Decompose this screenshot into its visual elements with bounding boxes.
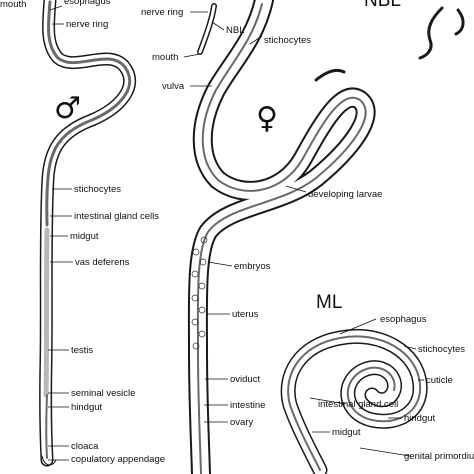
female-developing-larvae-label: developing larvae xyxy=(308,189,382,200)
female-intestine-label: intestine xyxy=(230,400,265,411)
male-vas-deferens-label: vas deferens xyxy=(75,257,130,268)
male-esophagus-label: esophagus xyxy=(64,0,111,7)
muscle-larva xyxy=(280,328,428,474)
male-intestinal-gland-cells-label: intestinal gland cells xyxy=(74,211,159,222)
ml-title: ML xyxy=(316,292,342,313)
male-nerve-ring-label: nerve ring xyxy=(66,19,108,30)
ml-midgut-label: midgut xyxy=(332,427,361,438)
female-uterus-label: uterus xyxy=(232,309,259,320)
female-mouth-label: mouth xyxy=(152,52,178,63)
male-seminal-vesicle-label: seminal vesicle xyxy=(71,388,135,399)
nbl-title: NBL xyxy=(364,0,401,11)
female-stichocytes-label: stichocytes xyxy=(264,35,311,46)
newborn-larvae xyxy=(314,6,465,82)
male-cloaca-label: cloaca xyxy=(71,441,99,452)
male-stichocytes-label: stichocytes xyxy=(74,184,121,195)
male-testis-label: testis xyxy=(71,345,93,356)
male-worm xyxy=(39,0,137,467)
female-nerve-ring-label: nerve ring xyxy=(141,7,183,18)
leader-lines xyxy=(48,5,424,461)
ml-esophagus-label: esophagus xyxy=(380,314,427,325)
ml-intestinal-gland-cell-label: intestinal gland cell xyxy=(318,399,398,410)
female-worm xyxy=(187,0,376,474)
ml-cuticle-label: cuticle xyxy=(426,375,453,386)
male-copulatory-appendage-text: copulatory appendage xyxy=(71,454,165,465)
female-oviduct-label: oviduct xyxy=(230,374,260,385)
female-ovary-label: ovary xyxy=(230,417,253,428)
male-copulatory-appendage-label: copulatory appendage xyxy=(71,454,165,465)
ml-hindgut-label: hindgut xyxy=(404,413,436,424)
female-nbl-label: NBL xyxy=(226,25,244,36)
female-vulva-label: vulva xyxy=(162,81,185,92)
male-midgut-label: midgut xyxy=(70,231,99,242)
female-embryos-label: embryos xyxy=(234,261,271,272)
male-symbol: ♂ xyxy=(54,91,81,126)
ml-genital-primordium-label: genital primordium xyxy=(404,451,474,462)
male-hindgut-label: hindgut xyxy=(71,402,103,413)
ml-stichocytes-label: stichocytes xyxy=(418,344,465,355)
female-symbol: ♀ xyxy=(256,101,278,136)
male-mouth-label: mouth xyxy=(0,0,26,10)
female-embryo-cluster xyxy=(191,236,208,350)
